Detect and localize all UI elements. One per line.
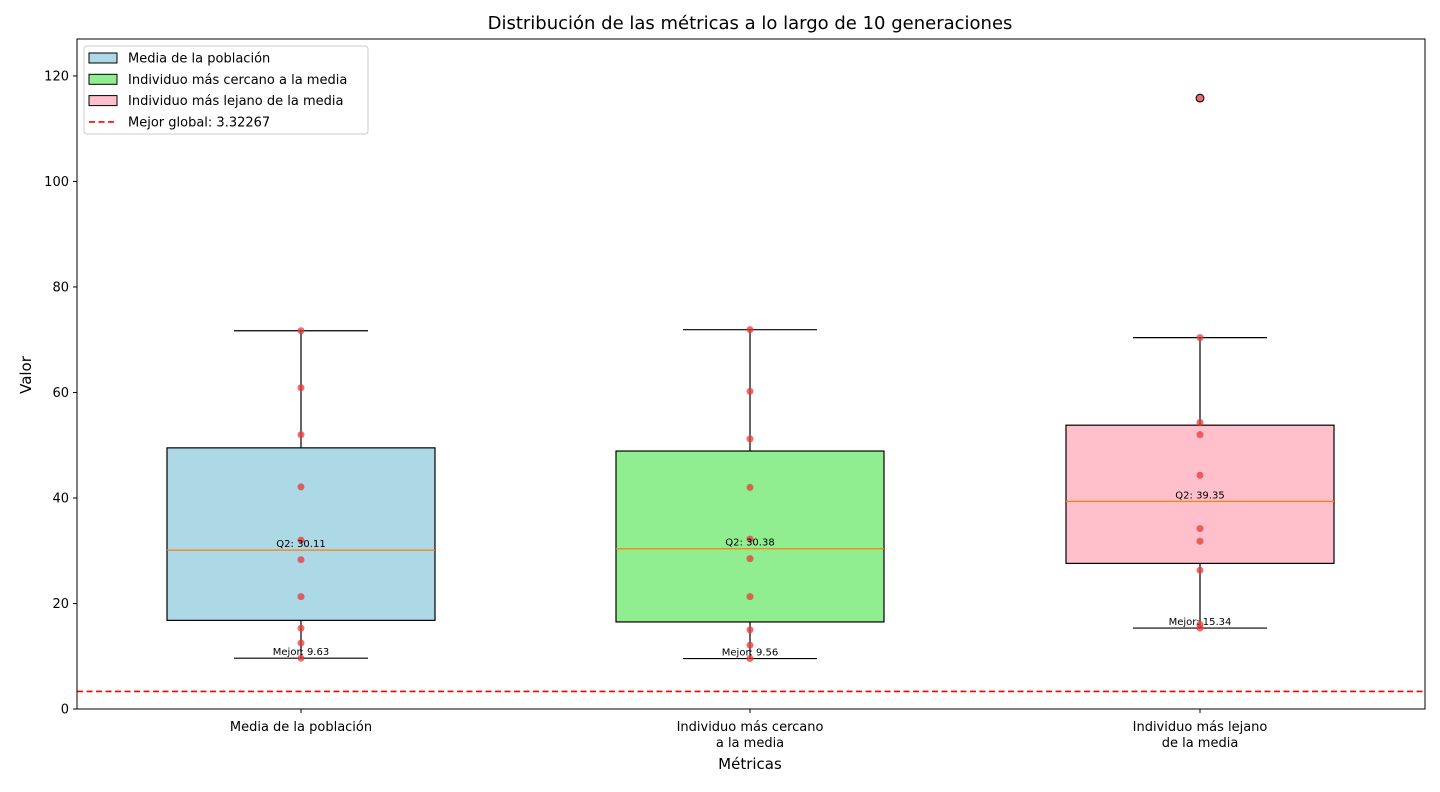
legend-entry-4: Mejor global: 3.32267: [89, 115, 270, 130]
chart-title: Distribución de las métricas a lo largo …: [488, 13, 1013, 34]
best-annotation: Mejor: 15.34: [1169, 617, 1232, 628]
x-axis-label: Métricas: [718, 755, 782, 773]
y-tick-label: 120: [44, 69, 69, 84]
data-point: [1196, 471, 1204, 479]
y-tick-label: 80: [52, 280, 69, 295]
data-point: [1196, 525, 1204, 533]
data-point: [1196, 94, 1204, 102]
data-point: [297, 384, 305, 392]
data-point: [297, 536, 305, 544]
data-point: [297, 556, 305, 564]
data-point: [297, 431, 305, 439]
y-tick-label: 40: [52, 491, 69, 506]
data-point: [1196, 419, 1204, 427]
data-point: [746, 535, 754, 543]
y-tick-label: 20: [52, 597, 69, 612]
data-point: [746, 387, 754, 395]
data-point: [1196, 566, 1204, 574]
legend-label: Mejor global: 3.32267: [128, 115, 270, 130]
data-point: [297, 624, 305, 632]
legend-swatch: [88, 52, 118, 64]
box-body: [166, 447, 436, 621]
plot-frame: [76, 38, 1426, 710]
data-point: [746, 555, 754, 563]
legend-label: Individuo más cercano a la media: [128, 73, 347, 88]
x-tick-label-line: a la media: [716, 736, 784, 751]
best-annotation: Mejor: 9.56: [722, 648, 778, 659]
data-point: [746, 326, 754, 334]
data-point: [297, 483, 305, 491]
median-annotation: Q2: 30.38: [725, 538, 774, 549]
data-point: [1196, 431, 1204, 439]
data-point: [746, 435, 754, 443]
legend-entry-3: Individuo más lejano de la media: [88, 94, 343, 109]
y-tick-label: 100: [44, 175, 69, 190]
data-point: [297, 654, 305, 662]
y-tick-label: 0: [61, 703, 69, 718]
data-point: [746, 655, 754, 663]
data-point: [1196, 621, 1204, 629]
median-annotation: Q2: 39.35: [1175, 490, 1224, 501]
x-tick-label-line: Media de la población: [230, 720, 372, 735]
legend-swatch: [88, 95, 118, 107]
legend-entry-2: Individuo más cercano a la media: [88, 73, 347, 88]
data-point: [746, 626, 754, 634]
data-point: [746, 483, 754, 491]
legend-label: Media de la población: [128, 52, 270, 67]
data-point: [297, 639, 305, 647]
x-tick-label: Media de la población: [230, 720, 372, 735]
median-annotation: Q2: 30.11: [276, 539, 325, 550]
data-point: [297, 327, 305, 335]
x-tick-label-line: Individuo más lejano: [1133, 720, 1268, 735]
data-point: [1196, 334, 1204, 342]
data-point: [1196, 537, 1204, 545]
legend-box: [83, 45, 369, 135]
data-point: [297, 593, 305, 601]
y-axis-label: Valor: [17, 355, 35, 394]
legend-entry-1: Media de la población: [88, 52, 270, 67]
best-annotation: Mejor: 9.63: [273, 647, 329, 658]
data-point: [746, 641, 754, 649]
legend-label: Individuo más lejano de la media: [128, 94, 343, 109]
y-tick-label: 60: [52, 386, 69, 401]
legend-swatch: [88, 73, 118, 85]
x-tick-label-line: de la media: [1162, 736, 1239, 751]
data-point: [746, 593, 754, 601]
x-tick-label-line: Individuo más cercano: [677, 720, 824, 735]
outlier-marker: [1195, 93, 1205, 103]
